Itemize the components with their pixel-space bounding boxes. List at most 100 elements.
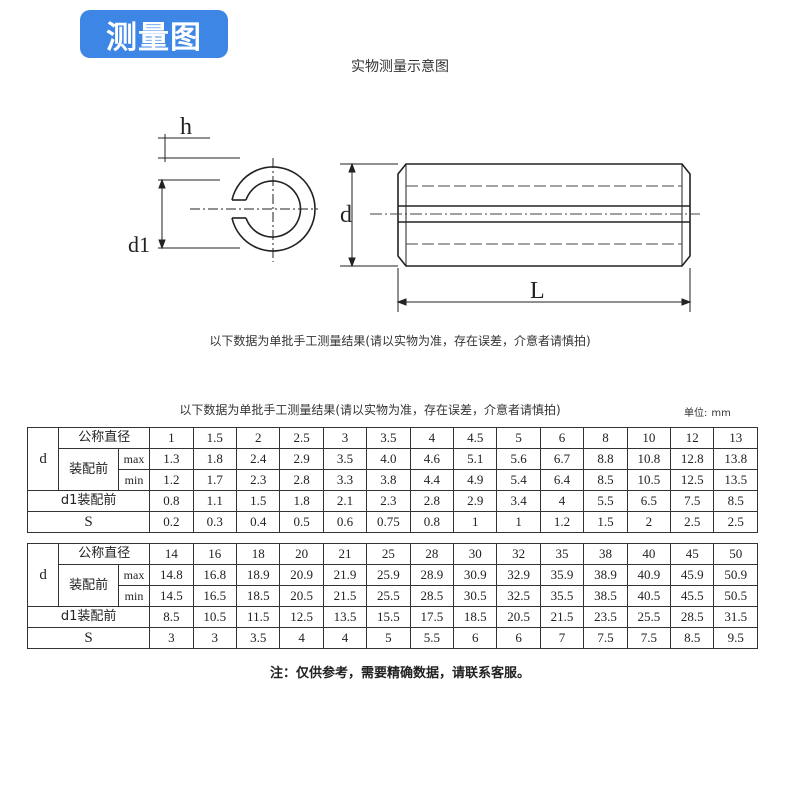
cell-d1: 13.5	[322, 606, 368, 628]
cell-d-max: 21.9	[322, 564, 368, 586]
cell-nominal: 4.5	[453, 427, 498, 449]
cell-nominal: 50	[713, 543, 758, 565]
cell-d1: 8.5	[149, 606, 194, 628]
cell-d-min: 10.5	[626, 469, 672, 491]
cell-d-min: 35.5	[539, 585, 585, 607]
cell-nominal: 4	[409, 427, 455, 449]
cell-nominal: 20	[279, 543, 324, 565]
cell-d-max: 50.9	[713, 564, 758, 586]
cell-d-max: 5.6	[496, 448, 541, 470]
cell-nominal: 1.5	[192, 427, 237, 449]
cell-d-min: 4.9	[453, 469, 498, 491]
cell-d-min: 6.4	[539, 469, 585, 491]
cell-s: 0.5	[279, 511, 324, 533]
cell-d1: 25.5	[626, 606, 672, 628]
cell-s: 6	[496, 627, 541, 649]
cell-nominal: 45	[670, 543, 715, 565]
cell-nominal: 3.5	[366, 427, 411, 449]
cell-nominal: 21	[322, 543, 368, 565]
cell-d1: 2.8	[409, 490, 455, 512]
cell-nominal: 28	[409, 543, 455, 565]
bottom-note: 注：仅供参考，需要精确数据，请联系客服。	[269, 666, 530, 681]
cell-d1: 0.8	[149, 490, 194, 512]
row-label-d: d	[26, 543, 60, 607]
cell-d1: 10.5	[192, 606, 237, 628]
cell-nominal: 38	[583, 543, 628, 565]
label-h: h	[180, 114, 192, 140]
cell-d1: 1.5	[235, 490, 281, 512]
row-label-min: min	[117, 469, 151, 491]
cell-d-max: 4.0	[366, 448, 411, 470]
cell-d1: 1.1	[192, 490, 237, 512]
cell-d-min: 20.5	[279, 585, 324, 607]
cell-d-max: 38.9	[583, 564, 628, 586]
cell-d1: 2.3	[366, 490, 411, 512]
cell-s: 0.8	[409, 511, 455, 533]
cell-nominal: 6	[539, 427, 585, 449]
cell-d-max: 13.8	[713, 448, 758, 470]
cell-d-max: 40.9	[626, 564, 672, 586]
cell-nominal: 3	[322, 427, 368, 449]
cell-d1: 28.5	[670, 606, 715, 628]
cell-nominal: 5	[496, 427, 541, 449]
cell-d-max: 14.8	[149, 564, 194, 586]
cell-d-max: 1.3	[149, 448, 194, 470]
row-label-d: d	[26, 427, 60, 491]
cell-d-max: 20.9	[279, 564, 324, 586]
cell-s: 2	[626, 511, 672, 533]
cell-nominal: 2.5	[279, 427, 324, 449]
cell-d-min: 50.5	[713, 585, 758, 607]
cell-s: 0.75	[366, 511, 411, 533]
cell-d1: 2.1	[322, 490, 368, 512]
cell-d-min: 1.7	[192, 469, 237, 491]
cell-s: 1.2	[539, 511, 585, 533]
cell-nominal: 30	[453, 543, 498, 565]
measurement-note: 以下数据为单批手工测量结果(请以实物为准，存在误差，介意者请慎拍)	[209, 334, 591, 348]
cell-d-max: 16.8	[192, 564, 237, 586]
cell-d-min: 1.2	[149, 469, 194, 491]
cell-d-max: 28.9	[409, 564, 455, 586]
cell-s: 5.5	[409, 627, 455, 649]
label-d1: d1	[128, 232, 150, 257]
cell-d-min: 28.5	[409, 585, 455, 607]
cell-d1: 20.5	[496, 606, 541, 628]
cell-nominal: 18	[235, 543, 281, 565]
row-label-max: max	[117, 448, 151, 470]
row-label-min: min	[117, 585, 151, 607]
cell-s: 1	[453, 511, 498, 533]
cell-d-min: 8.5	[583, 469, 628, 491]
cell-d-min: 13.5	[713, 469, 758, 491]
cell-d1: 4	[539, 490, 585, 512]
cell-nominal: 40	[626, 543, 672, 565]
cell-d-max: 10.8	[626, 448, 672, 470]
cell-d1: 1.8	[279, 490, 324, 512]
cell-s: 0.2	[149, 511, 194, 533]
cell-d-min: 21.5	[322, 585, 368, 607]
cell-d-max: 2.9	[279, 448, 324, 470]
cell-s: 9.5	[713, 627, 758, 649]
row-label-d1: d1装配前	[26, 490, 151, 512]
cell-d1: 21.5	[539, 606, 585, 628]
cell-d1: 2.9	[453, 490, 498, 512]
pin-body	[397, 163, 691, 267]
cell-d-min: 25.5	[366, 585, 411, 607]
cell-s: 3	[192, 627, 237, 649]
cell-d1: 8.5	[713, 490, 758, 512]
cell-s: 3.5	[235, 627, 281, 649]
cell-d-max: 6.7	[539, 448, 585, 470]
cell-nominal: 10	[626, 427, 672, 449]
cell-nominal: 14	[149, 543, 194, 565]
cell-d-min: 30.5	[453, 585, 498, 607]
table-title: 以下数据为单批手工测量结果(请以实物为准，存在误差，介意者请慎拍)	[179, 403, 561, 417]
cell-s: 7.5	[626, 627, 672, 649]
cell-d-max: 4.6	[409, 448, 455, 470]
cell-s: 5	[366, 627, 411, 649]
ring-outer-arc	[231, 166, 316, 252]
cell-d-max: 45.9	[670, 564, 715, 586]
cell-d-max: 32.9	[496, 564, 541, 586]
label-d: d	[340, 202, 352, 228]
unit-label: 单位:mm	[684, 408, 731, 419]
cell-d1: 23.5	[583, 606, 628, 628]
